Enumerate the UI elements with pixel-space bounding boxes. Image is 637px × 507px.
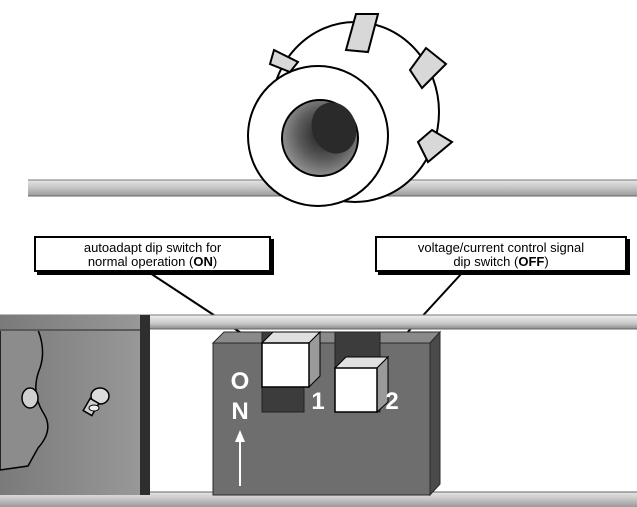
switch-2-number: 2 (385, 388, 398, 415)
mounting-plate (0, 315, 150, 495)
callout-autoadapt-line1: autoadapt dip switch for (83, 240, 222, 255)
callout-voltage-current-line2-prefix: dip switch ( (453, 254, 519, 269)
switch-1-actuator[interactable] (261, 342, 310, 388)
on-letter-n: N (231, 398, 248, 425)
callout-voltage-current-line2: dip switch (OFF) (381, 255, 621, 269)
switch-2-actuator[interactable] (334, 367, 378, 413)
callout-voltage-current-line2-suffix: ) (544, 254, 549, 269)
callout-voltage-current-line1: voltage/current control signal (417, 240, 585, 255)
dip-switch-1[interactable] (260, 330, 322, 413)
vane-right (408, 46, 448, 90)
on-direction-arrow (235, 430, 245, 486)
callout-autoadapt: autoadapt dip switch for normal operatio… (34, 236, 271, 272)
callout-voltage-current: voltage/current control signal dip switc… (375, 236, 627, 272)
on-letter-o: O (231, 368, 250, 395)
callout-autoadapt-line2-prefix: normal operation ( (87, 254, 194, 269)
vane-top (344, 13, 380, 54)
callout-voltage-current-state: OFF (518, 254, 545, 269)
callout-autoadapt-state: ON (193, 254, 213, 269)
callout-autoadapt-line2: normal operation (ON) (40, 255, 265, 269)
dip-switch-2[interactable] (333, 331, 390, 414)
standoff-pin (82, 387, 110, 417)
vane-left (268, 48, 300, 74)
screw-left (21, 387, 39, 409)
impeller-illustration (247, 13, 454, 207)
callout-autoadapt-line2-suffix: ) (212, 254, 218, 269)
vane-lower-right (416, 128, 454, 164)
switch-1-number: 1 (311, 388, 324, 415)
dip-switch-housing (211, 330, 442, 497)
